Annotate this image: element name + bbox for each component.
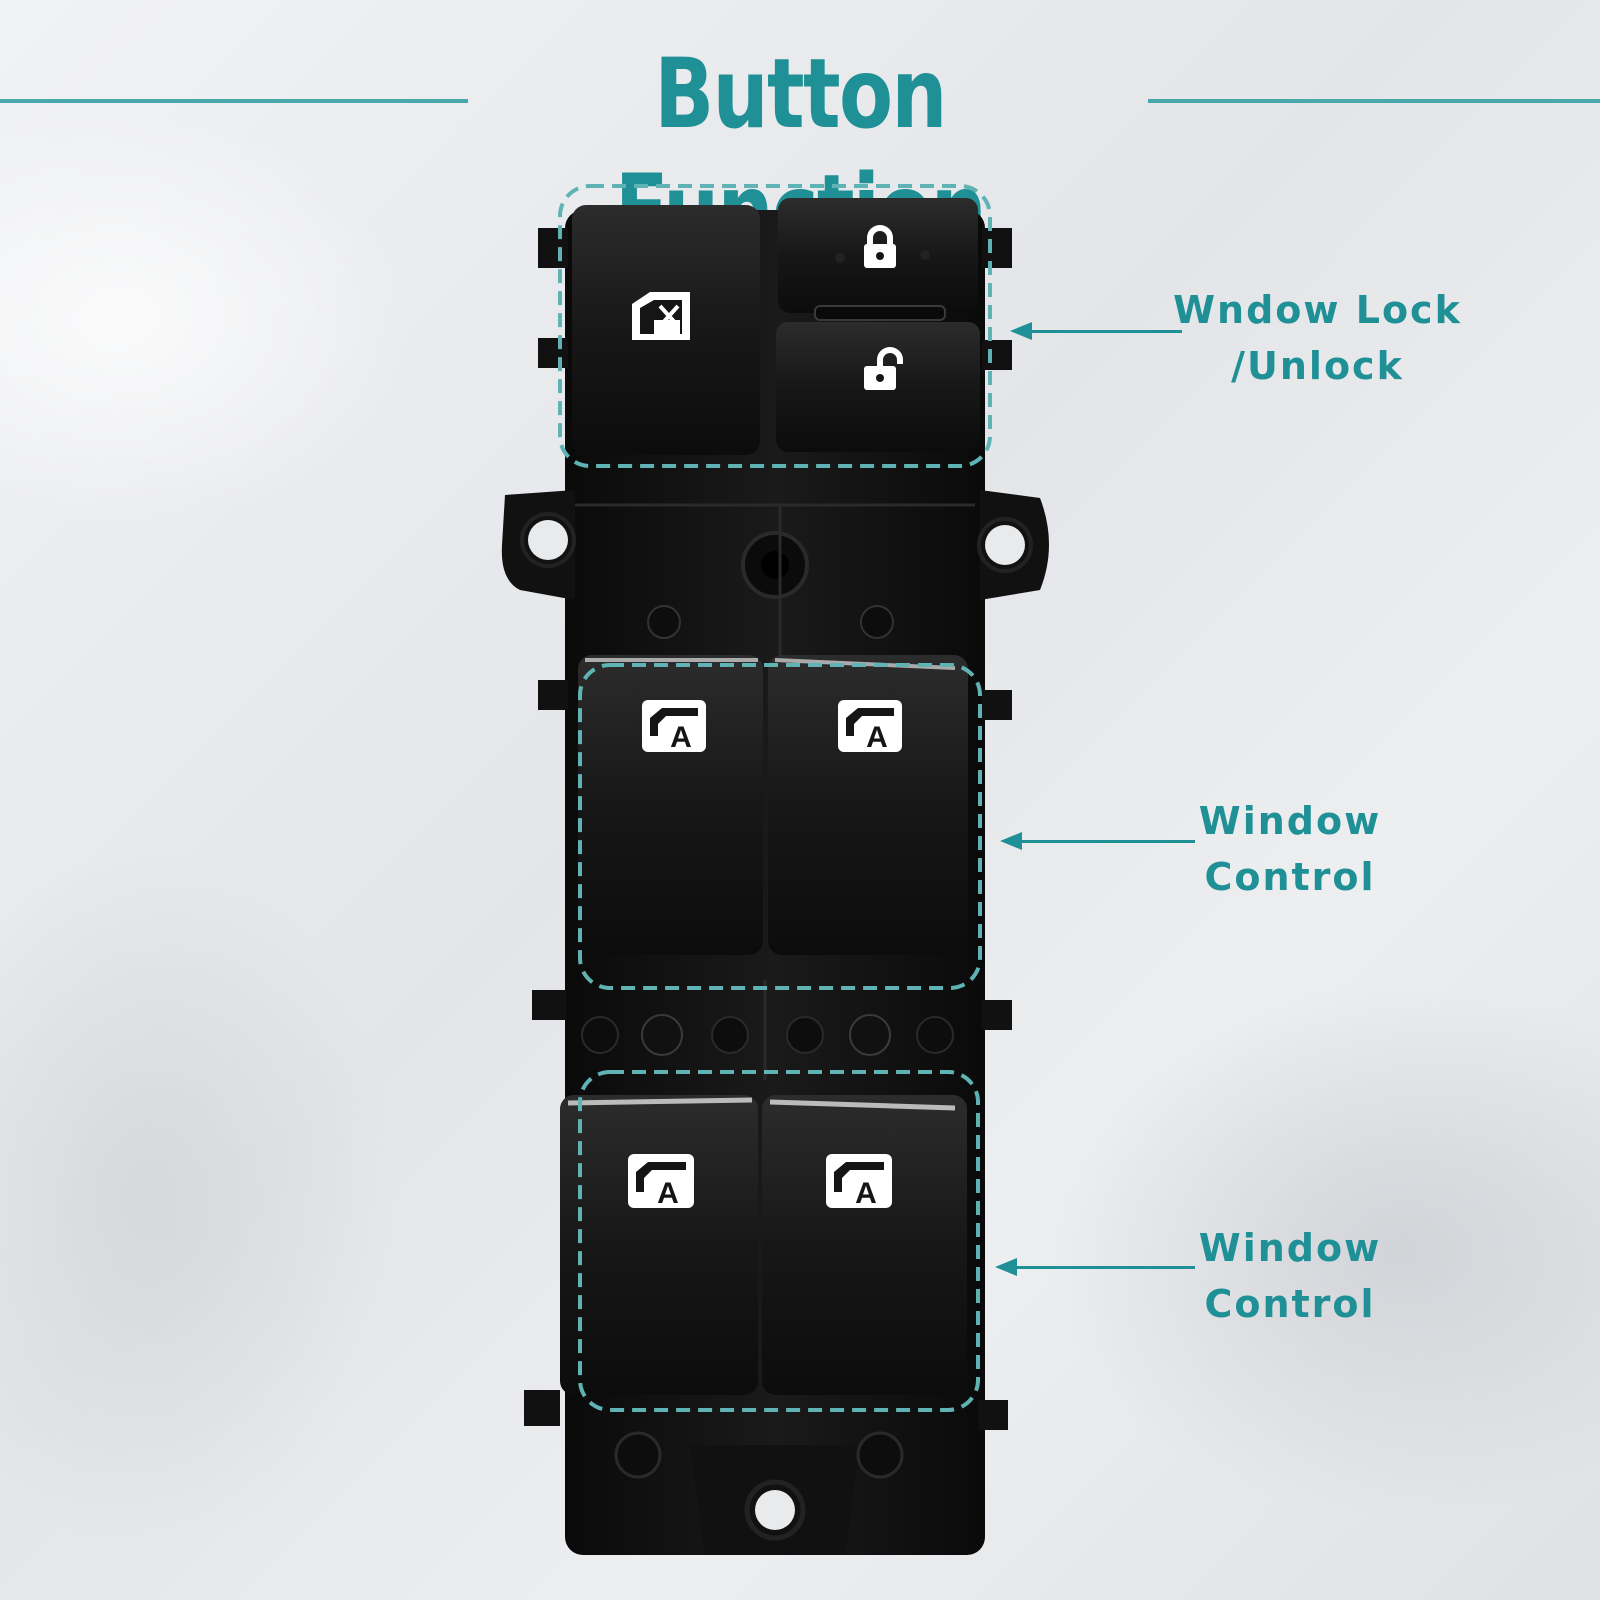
callout-line2: Control [1204, 855, 1376, 899]
callout-arrow-line [1020, 840, 1195, 843]
callout-line2: Control [1204, 1282, 1376, 1326]
callout-arrow-head [1010, 322, 1032, 340]
callout-line1: Window [1198, 1226, 1382, 1270]
svg-text:A: A [657, 1177, 679, 1210]
callout-line1: Window [1198, 799, 1382, 843]
svg-text:A: A [855, 1177, 877, 1210]
callout-window-control-front: Window Control [1180, 793, 1400, 905]
door-lock-button [778, 198, 978, 321]
svg-text:A: A [866, 721, 888, 754]
callout-arrow-line [1015, 1266, 1195, 1269]
auto-window-icon: A [628, 1154, 694, 1210]
door-unlock-button [776, 322, 980, 452]
auto-window-icon: A [826, 1154, 892, 1210]
callout-arrow-head [1000, 832, 1022, 850]
lock-group-highlight [558, 184, 992, 468]
callout-line2: /Unlock [1231, 344, 1404, 388]
padlock-unlocked-icon [864, 347, 903, 390]
auto-window-icon: A [838, 700, 902, 754]
title-rule-left [0, 99, 468, 103]
callout-line1: Wndow Lock [1173, 288, 1462, 332]
front-right-window-switch: A [768, 655, 968, 955]
front-window-group-highlight [578, 663, 982, 990]
rear-window-group-highlight [578, 1070, 980, 1412]
auto-window-icon: A [642, 700, 706, 754]
callout-arrow-head [995, 1258, 1017, 1276]
window-lock-icon [632, 292, 690, 340]
rear-right-window-switch: A [762, 1095, 967, 1395]
svg-text:A: A [670, 721, 692, 754]
padlock-locked-icon [864, 225, 896, 268]
title-rule-right [1148, 99, 1600, 103]
window-lock-button [572, 205, 760, 455]
callout-arrow-line [1030, 330, 1182, 333]
rear-left-window-switch: A [560, 1095, 758, 1395]
callout-window-control-rear: Window Control [1180, 1220, 1400, 1332]
front-left-window-switch: A [578, 655, 763, 955]
callout-lock-unlock: Wndow Lock /Unlock [1155, 282, 1480, 394]
